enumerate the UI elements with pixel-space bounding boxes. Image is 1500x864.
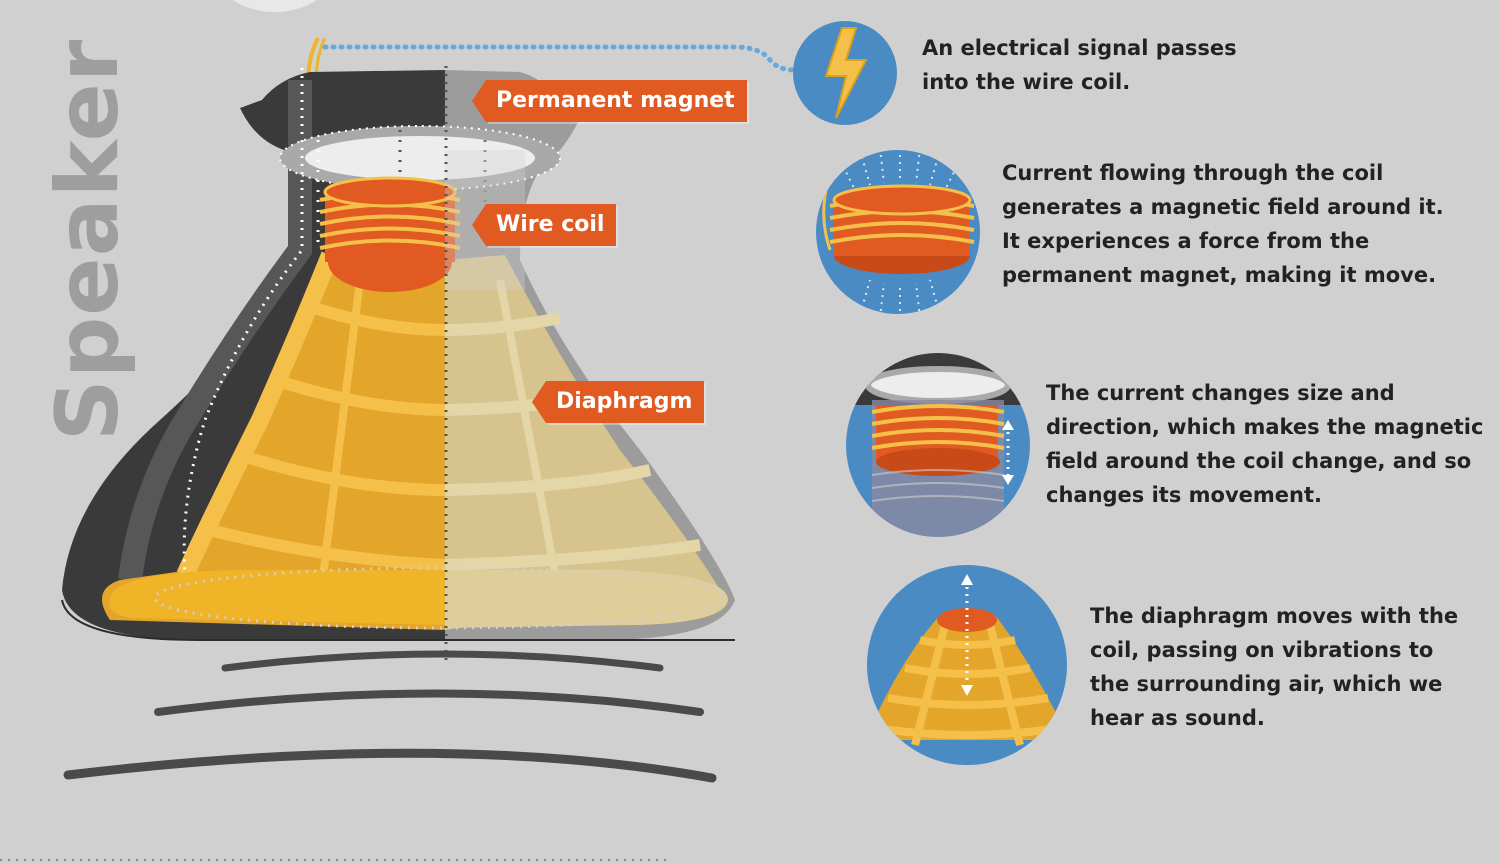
speaker-illustration — [61, 37, 798, 783]
label-diaphragm: Diaphragm — [531, 381, 705, 423]
step-4-text: The diaphragm moves with the coil, passi… — [1090, 604, 1459, 730]
lightning-icon — [793, 21, 897, 125]
step-1-text: An electrical signal passes into the wir… — [922, 36, 1237, 94]
coil-movement-icon — [846, 353, 1030, 537]
coil-field-icon — [816, 150, 980, 314]
label-permanent-magnet: Permanent magnet — [472, 80, 747, 122]
step-2-text: Current flowing through the coil generat… — [1002, 161, 1444, 287]
step-3-text: The current changes size and direction, … — [1046, 381, 1484, 507]
label-wire-coil: Wire coil — [471, 204, 617, 246]
diagram-title: Speaker — [38, 38, 138, 442]
diaphragm-vibration-icon — [867, 565, 1067, 765]
